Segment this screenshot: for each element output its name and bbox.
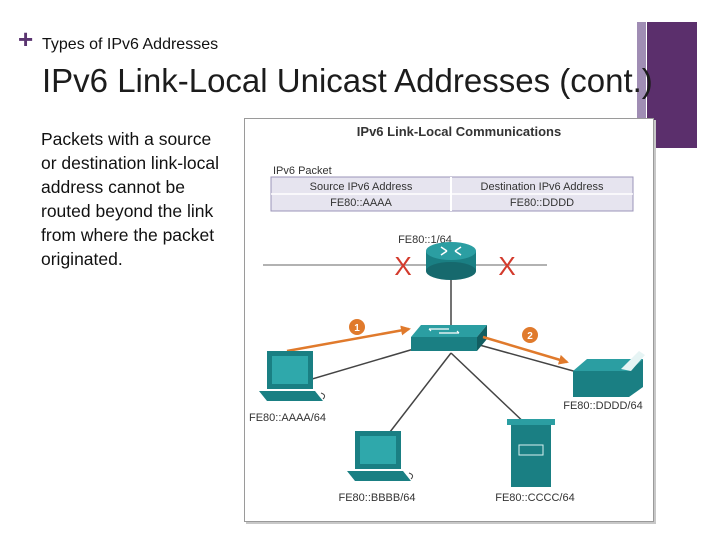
pc-bottom-icon <box>347 431 414 481</box>
accent-bar-light <box>637 22 646 148</box>
dest-header: Destination IPv6 Address <box>481 181 604 193</box>
dest-value: FE80::DDDD <box>510 197 574 209</box>
server-icon <box>507 419 555 487</box>
diagram-title: IPv6 Link-Local Communications <box>357 124 561 139</box>
diagram-canvas: IPv6 Link-Local Communications IPv6 Pack… <box>249 124 645 504</box>
printer-icon <box>573 351 645 397</box>
pc-left-icon <box>259 351 326 401</box>
network-diagram: IPv6 Link-Local Communications IPv6 Pack… <box>244 118 654 522</box>
source-value: FE80::AAAA <box>330 197 392 209</box>
step-1-number: 1 <box>354 323 360 334</box>
printer-label: FE80::DDDD/64 <box>563 400 642 412</box>
switch-icon <box>411 325 487 351</box>
body-text: Packets with a source or destination lin… <box>41 129 220 269</box>
packet-table <box>270 176 634 212</box>
slide-title: IPv6 Link-Local Unicast Addresses (cont.… <box>42 62 653 99</box>
source-header: Source IPv6 Address <box>310 181 413 193</box>
router-icon <box>426 242 476 280</box>
arrow-step-2 <box>482 335 569 365</box>
link-lines <box>284 279 596 442</box>
step-2-number: 2 <box>527 331 533 342</box>
router-label: FE80::1/64 <box>398 234 452 246</box>
blocked-left-mark: X <box>394 251 411 281</box>
section-title: Types of IPv6 Addresses <box>42 36 219 53</box>
step-1-badge <box>349 319 365 335</box>
packet-label: IPv6 Packet <box>273 165 332 177</box>
step-2-badge <box>522 327 538 343</box>
accent-bar-dark <box>647 22 697 148</box>
blocked-right-mark: X <box>498 251 515 281</box>
host-bottom-label: FE80::BBBB/64 <box>338 492 415 504</box>
plus-bullet-icon: + <box>18 24 34 54</box>
host-left-label: FE80::AAAA/64 <box>249 412 326 424</box>
arrow-step-1 <box>286 325 411 353</box>
server-label: FE80::CCCC/64 <box>495 492 574 504</box>
